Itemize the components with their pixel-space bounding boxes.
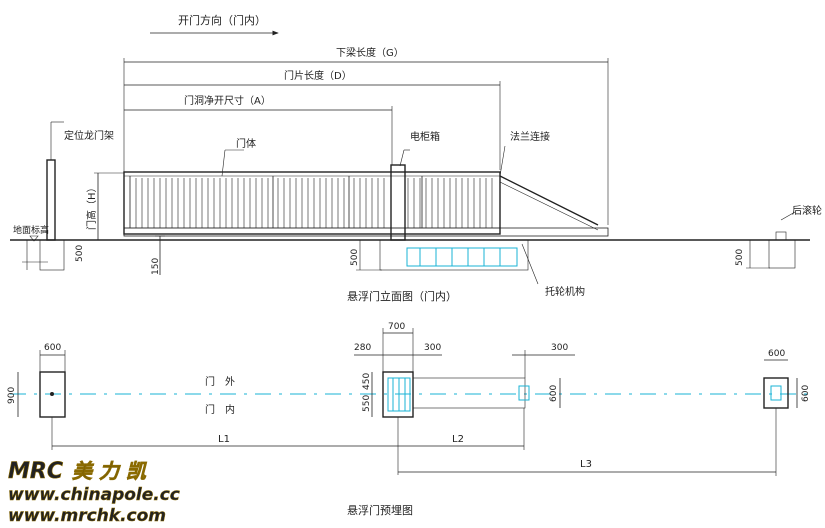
- rear-wheel-foundation: [768, 239, 796, 269]
- plan-title: 悬浮门预埋图: [347, 503, 413, 517]
- inside-label: 门 内: [205, 403, 235, 416]
- dim-600-c: 600: [768, 349, 785, 359]
- height-label: 门高（H）: [85, 182, 98, 230]
- dim-500-right: 500: [735, 249, 745, 266]
- dim-500-mid: 500: [350, 249, 360, 266]
- dim-700: 700: [388, 322, 405, 332]
- dim-300-a: 300: [424, 343, 441, 353]
- plan-view: 600 900 门 外 门 内 700 280 300 450 550 300 …: [7, 322, 811, 517]
- door-body-frame: [123, 171, 501, 235]
- flange-label: 法兰连接: [510, 130, 550, 143]
- support-wheel-label: 托轮机构: [545, 285, 585, 298]
- dim-150: 150: [151, 258, 161, 275]
- open-direction-label: 开门方向（门内）: [178, 13, 266, 27]
- electric-cabinet-label: 电柜箱: [410, 130, 440, 143]
- rear-wheel-label: 后滚轮: [792, 204, 822, 217]
- support-wheel-pit: [406, 247, 518, 267]
- door-body-label: 门体: [236, 137, 256, 150]
- foundation-right: [763, 377, 789, 409]
- dim-550: 550: [362, 395, 372, 412]
- dim-450: 450: [362, 373, 372, 390]
- dim-500-left: 500: [75, 245, 85, 262]
- diagonal-brace: [499, 175, 599, 226]
- elevation-view: 开门方向（门内） 下梁长度（G） 门片长度（D） 门洞净开尺寸（A） 地面标高 …: [10, 13, 822, 303]
- dim-600-b: 600: [549, 385, 559, 402]
- dim-d-label: 门片长度（D）: [284, 69, 352, 82]
- foundation-left: [39, 371, 66, 418]
- beam-pit: [412, 377, 526, 409]
- dim-a-label: 门洞净开尺寸（A）: [184, 94, 271, 107]
- dim-600-d: 600: [801, 385, 811, 402]
- outside-label: 门 外: [205, 375, 235, 388]
- watermark: MRC 美 力 凯 www.chinapole.cc www.mrchk.com: [8, 459, 180, 527]
- gantry-foundation: [39, 239, 65, 271]
- dim-l1: L1: [218, 434, 230, 445]
- url-chinapole: www.chinapole.cc: [8, 485, 180, 505]
- dim-300-b: 300: [551, 343, 568, 353]
- ground-level-symbol: [29, 235, 39, 242]
- dim-600-a: 600: [44, 343, 61, 353]
- dim-280: 280: [354, 343, 371, 353]
- brand-latin: MRC: [8, 459, 63, 484]
- positioning-gantry-label: 定位龙门架: [64, 129, 114, 142]
- rear-wheel: [775, 231, 787, 241]
- bottom-beam: [123, 227, 609, 237]
- support-pad: [518, 385, 530, 401]
- dim-900: 900: [7, 387, 17, 404]
- elevation-title: 悬浮门立面图（门内）: [347, 289, 457, 303]
- support-wheel-foundation: [379, 239, 529, 271]
- dim-g-label: 下梁长度（G）: [336, 46, 404, 59]
- ground-level-label: 地面标高: [13, 224, 49, 236]
- brand-cn: 美 力 凯: [72, 459, 148, 483]
- dim-l3: L3: [580, 459, 592, 470]
- dim-l2: L2: [452, 434, 464, 445]
- door-pickets: [129, 176, 493, 228]
- url-mrchk: www.mrchk.com: [8, 506, 166, 526]
